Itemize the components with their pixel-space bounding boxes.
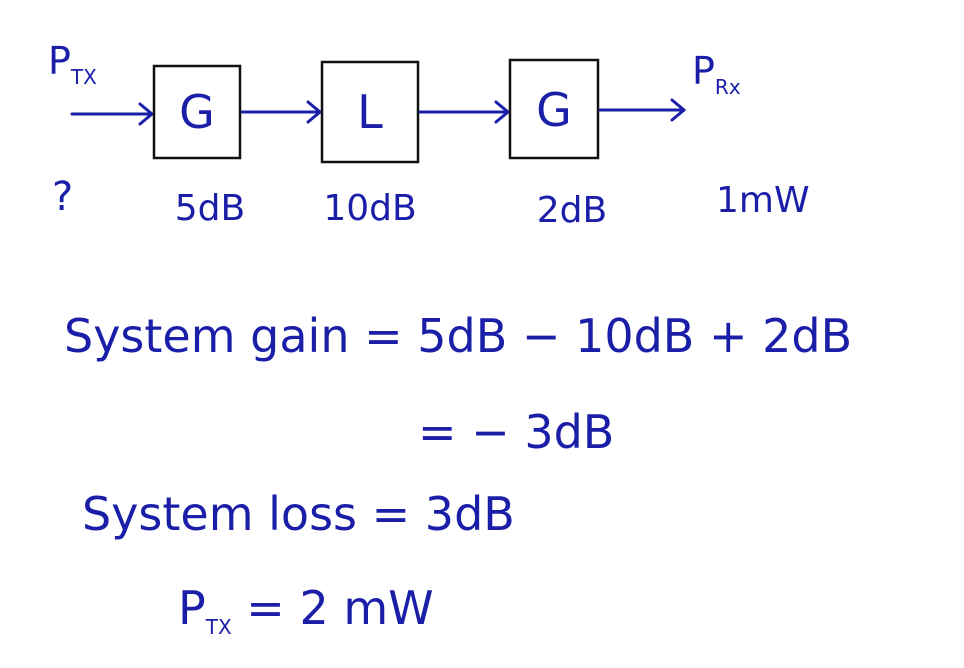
system-loss-equation: System loss = 3dB bbox=[82, 487, 515, 541]
arrow-2-3-head bbox=[494, 100, 510, 124]
output-power-label: PRx bbox=[692, 49, 741, 99]
input-arrow-head bbox=[138, 102, 154, 126]
block-gain-1-symbol: G bbox=[179, 85, 215, 139]
block-gain-2-value: 2dB bbox=[537, 190, 607, 231]
input-power-label: PTX bbox=[48, 39, 97, 89]
block-gain-2-symbol: G bbox=[536, 83, 572, 137]
system-gain-result: = − 3dB bbox=[418, 405, 614, 459]
output-power-value: 1mW bbox=[716, 180, 810, 221]
block-gain-1 bbox=[152, 64, 242, 160]
tx-power-subscript: TX bbox=[205, 615, 232, 639]
output-power-subscript: Rx bbox=[715, 75, 741, 99]
tx-power-value: = 2 mW bbox=[232, 581, 434, 635]
block-loss bbox=[320, 60, 420, 164]
block-loss-symbol: L bbox=[357, 85, 383, 139]
block-gain-2 bbox=[508, 58, 600, 160]
system-gain-equation: System gain = 5dB − 10dB + 2dB bbox=[64, 309, 852, 363]
output-arrow-head bbox=[670, 98, 686, 122]
block-gain-1-value: 5dB bbox=[175, 188, 245, 229]
input-power-subscript: TX bbox=[70, 65, 97, 89]
tx-power-result: PTX = 2 mW bbox=[178, 581, 434, 639]
block-loss-value: 10dB bbox=[323, 188, 416, 229]
unknown-mark: ? bbox=[52, 174, 73, 220]
arrow-1-2-head bbox=[306, 100, 322, 124]
